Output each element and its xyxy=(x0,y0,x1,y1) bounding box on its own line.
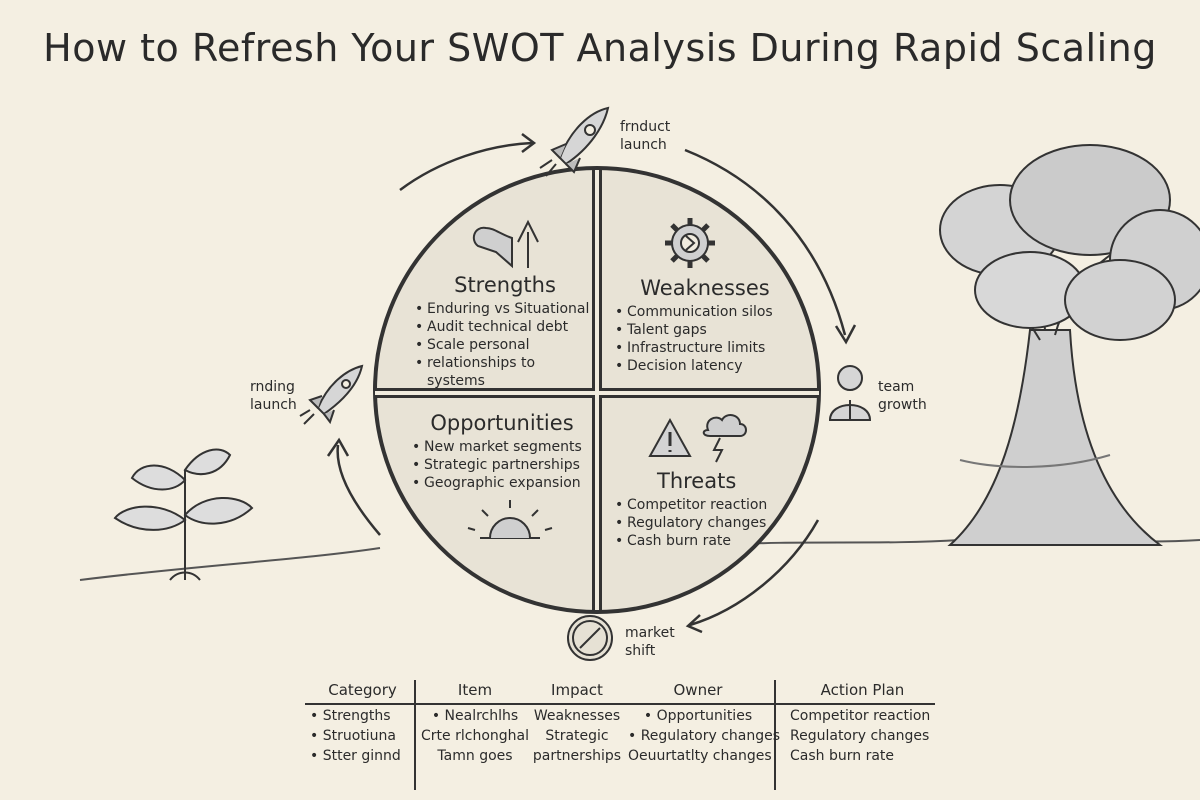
threats-item: Regulatory changes xyxy=(615,514,795,532)
cycle-label-bottom: market shift xyxy=(625,624,675,660)
table-cell: • Struotiuna xyxy=(310,728,396,744)
table-header: Impact xyxy=(551,681,603,699)
opportunities-quadrant: Opportunities New market segments Strate… xyxy=(412,411,592,493)
table-cell: Regulatory changes xyxy=(790,728,930,744)
tree-icon xyxy=(939,144,1200,546)
threats-item: Competitor reaction xyxy=(615,496,795,514)
opportunities-item: Geographic expansion xyxy=(412,474,592,492)
cycle-label-line: growth xyxy=(878,397,927,413)
broken-gear-icon xyxy=(665,218,715,268)
threats-title: Threats xyxy=(657,469,737,493)
swot-table: Category • Strengths • Struotiuna • Stte… xyxy=(300,676,940,786)
cycle-label-line: market xyxy=(625,625,675,641)
table-column-impact: Impact Weaknesses Strategic partnerships xyxy=(532,676,622,766)
weaknesses-item: Infrastructure limits xyxy=(615,339,795,357)
weaknesses-item: Talent gaps xyxy=(615,321,795,339)
table-column-owner: Owner • Opportunities • Regulatory chang… xyxy=(628,676,781,766)
table-cell: Crte rlchonghal xyxy=(421,728,529,744)
table-cell: • Nealrchlhs xyxy=(431,708,519,724)
table-header: Item xyxy=(457,681,493,699)
cycle-label-left: rnding launch xyxy=(250,378,297,414)
strengths-quadrant: Strengths Enduring vs Situational Audit … xyxy=(415,273,595,390)
table-cell: Competitor reaction xyxy=(790,708,931,724)
table-cell: Strategic xyxy=(545,728,609,744)
cycle-label-line: rnding xyxy=(250,379,295,395)
cycle-label-right: team growth xyxy=(878,378,927,414)
strengths-item: Scale personal xyxy=(415,336,595,354)
table-header: Category xyxy=(328,681,397,699)
threats-quadrant: Threats Competitor reaction Regulatory c… xyxy=(615,469,795,551)
opportunities-item: New market segments xyxy=(412,438,592,456)
sunrise-icon xyxy=(467,500,553,539)
strengths-item: Enduring vs Situational xyxy=(415,300,595,318)
table-cell: • Strengths xyxy=(310,708,391,724)
sapling-icon xyxy=(113,448,254,581)
rocket-icon xyxy=(299,364,364,425)
weaknesses-quadrant: Weaknesses Communication silos Talent ga… xyxy=(615,276,795,376)
table-column-item: Item • Nealrchlhs Crte rlchonghal Tamn g… xyxy=(420,676,530,766)
table-cell: • Opportunities xyxy=(643,708,753,724)
cycle-label-line: frnduct xyxy=(620,119,671,135)
table-lines xyxy=(305,680,935,790)
strengths-item: relationships to systems xyxy=(415,354,595,390)
cycle-label-line: launch xyxy=(250,397,297,413)
cycle-label-line: team xyxy=(878,379,915,395)
weaknesses-item: Decision latency xyxy=(615,357,795,375)
table-column-action-plan: Action Plan Competitor reaction Regulato… xyxy=(790,676,935,766)
rocket-icon xyxy=(539,106,610,177)
table-cell: Weaknesses xyxy=(533,708,621,724)
flexed-arm-arrow-icon xyxy=(472,219,539,269)
page-title: How to Refresh Your SWOT Analysis During… xyxy=(43,26,1157,70)
table-header: Action Plan xyxy=(820,681,905,699)
weaknesses-item: Communication silos xyxy=(615,303,795,321)
table-column-category: Category • Strengths • Struotiuna • Stte… xyxy=(310,676,415,766)
opportunities-item: Strategic partnerships xyxy=(412,456,592,474)
cycle-arrows xyxy=(326,133,857,634)
person-icon xyxy=(828,365,872,421)
strengths-item: Audit technical debt xyxy=(415,318,595,336)
table-cell: Oeuurtatlty changes xyxy=(628,748,772,764)
cycle-label-line: shift xyxy=(625,643,656,659)
table-cell: • Stter ginnd xyxy=(310,748,401,764)
strengths-title: Strengths xyxy=(454,273,556,297)
table-cell: • Regulatory changes xyxy=(628,728,781,744)
cycle-label-top: frnduct launch xyxy=(620,118,670,154)
opportunities-title: Opportunities xyxy=(430,411,574,435)
table-cell: Cash burn rate xyxy=(790,748,895,764)
cycle-label-line: launch xyxy=(620,137,667,153)
table-cell: partnerships xyxy=(532,748,622,764)
warning-storm-icon xyxy=(648,414,747,463)
weaknesses-title: Weaknesses xyxy=(640,276,770,300)
table-cell: Tamn goes xyxy=(437,748,513,764)
threats-item: Cash burn rate xyxy=(615,532,795,550)
table-header: Owner xyxy=(673,681,723,699)
compass-icon xyxy=(567,615,613,661)
